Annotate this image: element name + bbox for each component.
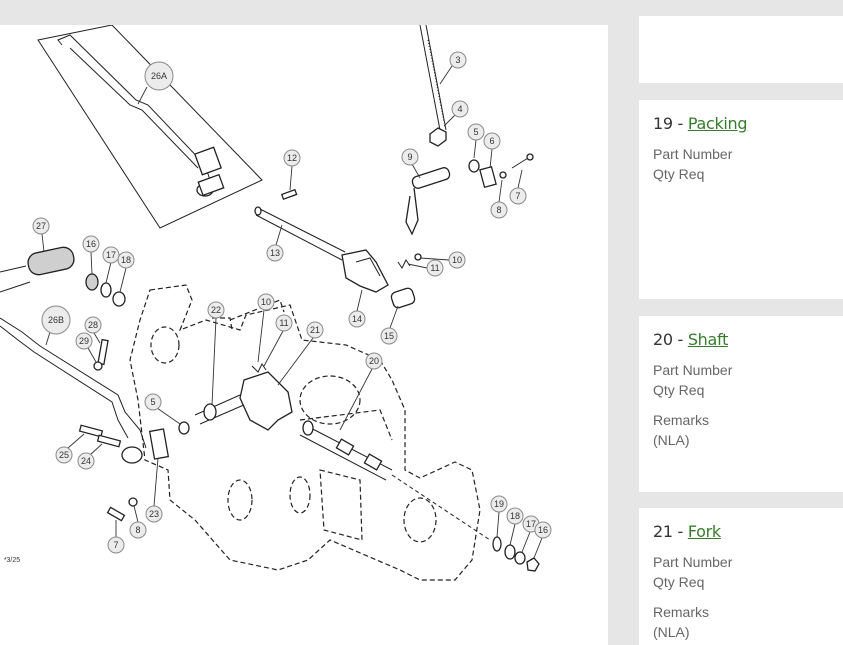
callout-21: 21 [277, 321, 324, 386]
callout-10-mid: 10 [257, 293, 275, 363]
part-card-20: 20 - Shaft Part Number Qty Req Remarks (… [639, 316, 843, 492]
part-card-21: 21 - Fork Part Number Qty Req Remarks (N… [639, 508, 843, 645]
part-title: 21 - Fork [653, 522, 721, 541]
callout-7-top: 7 [509, 169, 527, 205]
inset-box [37, 25, 263, 229]
svg-text:5: 5 [473, 127, 478, 137]
svg-text:10: 10 [452, 255, 462, 265]
svg-text:22: 22 [211, 305, 221, 315]
part-title: 19 - Packing [653, 114, 748, 133]
callout-18-left: 18 [117, 251, 135, 293]
callout-10-top: 10 [419, 251, 466, 269]
svg-text:28: 28 [88, 320, 98, 330]
part-name-link-packing[interactable]: Packing [687, 114, 748, 133]
part-number-label: Part Number [653, 362, 733, 378]
part-title: 20 - Shaft [653, 330, 728, 349]
callout-15: 15 [380, 305, 399, 345]
svg-text:6: 6 [489, 136, 494, 146]
svg-text:11: 11 [279, 318, 288, 328]
part-item-number: 19 - [653, 114, 688, 133]
callout-12: 12 [283, 149, 301, 191]
svg-text:9: 9 [407, 152, 412, 162]
svg-text:21: 21 [310, 325, 320, 335]
callout-8-top: 8 [490, 179, 508, 219]
svg-text:11: 11 [430, 263, 439, 273]
svg-text:7: 7 [515, 191, 520, 201]
part-number-label: Part Number [653, 554, 733, 570]
callout-29: 29 [75, 332, 97, 363]
callout-19: 19 [490, 495, 508, 538]
svg-text:14: 14 [352, 314, 362, 324]
callout-26b: 26B [41, 305, 71, 346]
svg-text:18: 18 [510, 511, 520, 521]
callout-20: 20 [339, 352, 383, 431]
svg-text:13: 13 [270, 248, 280, 258]
part-name-link-fork[interactable]: Fork [687, 522, 721, 541]
part-name-link-shaft[interactable]: Shaft [687, 330, 729, 349]
callout-23: 23 [145, 457, 163, 523]
callout-5-mid: 5 [144, 393, 181, 425]
callout-26a: 26A [137, 61, 174, 105]
svg-text:7: 7 [113, 540, 118, 550]
svg-text:19: 19 [494, 499, 504, 509]
svg-text:27: 27 [36, 221, 46, 231]
callout-25: 25 [55, 433, 85, 464]
svg-text:18: 18 [121, 255, 131, 265]
exploded-parts-diagram: 26A 3 4 5 6 7 8 9 [0, 25, 552, 581]
svg-text:3: 3 [455, 55, 460, 65]
callout-8-bottom: 8 [129, 505, 147, 539]
callout-4: 4 [443, 100, 469, 127]
svg-text:26A: 26A [151, 71, 167, 81]
remarks-value: (NLA) [653, 624, 690, 640]
callout-16-left: 16 [82, 235, 100, 275]
svg-text:17: 17 [526, 519, 536, 529]
parts-diagram-panel[interactable]: 26A 3 4 5 6 7 8 9 [0, 25, 608, 645]
svg-text:12: 12 [287, 153, 297, 163]
callout-28: 28 [84, 316, 102, 344]
callout-13: 13 [266, 224, 284, 262]
qty-req-label: Qty Req [653, 382, 705, 398]
svg-text:23: 23 [149, 509, 159, 519]
svg-text:16: 16 [86, 239, 96, 249]
part-item-number: 20 - [653, 330, 688, 349]
callout-14: 14 [348, 289, 366, 328]
svg-text:26B: 26B [48, 315, 64, 325]
part-card-previous [639, 16, 843, 83]
callout-3: 3 [439, 51, 467, 85]
callout-7-bottom: 7 [107, 520, 125, 554]
svg-text:4: 4 [457, 104, 462, 114]
svg-text:20: 20 [369, 356, 379, 366]
callout-18-right: 18 [506, 507, 524, 546]
callout-11-top: 11 [407, 259, 444, 277]
remarks-label: Remarks [653, 604, 710, 620]
part-card-19: 19 - Packing Part Number Qty Req [639, 100, 843, 299]
svg-text:8: 8 [135, 525, 140, 535]
part-number-label: Part Number [653, 146, 733, 162]
callout-6: 6 [483, 132, 501, 169]
svg-text:25: 25 [59, 450, 69, 460]
callout-5-top: 5 [467, 123, 485, 159]
diagram-reference-code: *3/25 [4, 557, 20, 564]
callout-24: 24 [77, 443, 103, 470]
callout-17-left: 17 [102, 246, 120, 284]
callout-9: 9 [401, 148, 421, 179]
callout-16-right: 16 [533, 521, 552, 559]
svg-text:10: 10 [261, 297, 271, 307]
svg-text:29: 29 [79, 336, 89, 346]
svg-text:8: 8 [496, 205, 501, 215]
callout-22: 22 [207, 301, 225, 406]
svg-text:16: 16 [538, 525, 548, 535]
svg-text:15: 15 [384, 331, 394, 341]
svg-text:24: 24 [81, 456, 91, 466]
qty-req-label: Qty Req [653, 574, 705, 590]
remarks-value: (NLA) [653, 432, 690, 448]
svg-text:17: 17 [106, 250, 116, 260]
svg-text:5: 5 [150, 397, 155, 407]
callout-11-mid: 11 [263, 314, 293, 367]
part-item-number: 21 - [653, 522, 688, 541]
remarks-label: Remarks [653, 412, 710, 428]
callout-27: 27 [32, 217, 50, 253]
qty-req-label: Qty Req [653, 166, 705, 182]
